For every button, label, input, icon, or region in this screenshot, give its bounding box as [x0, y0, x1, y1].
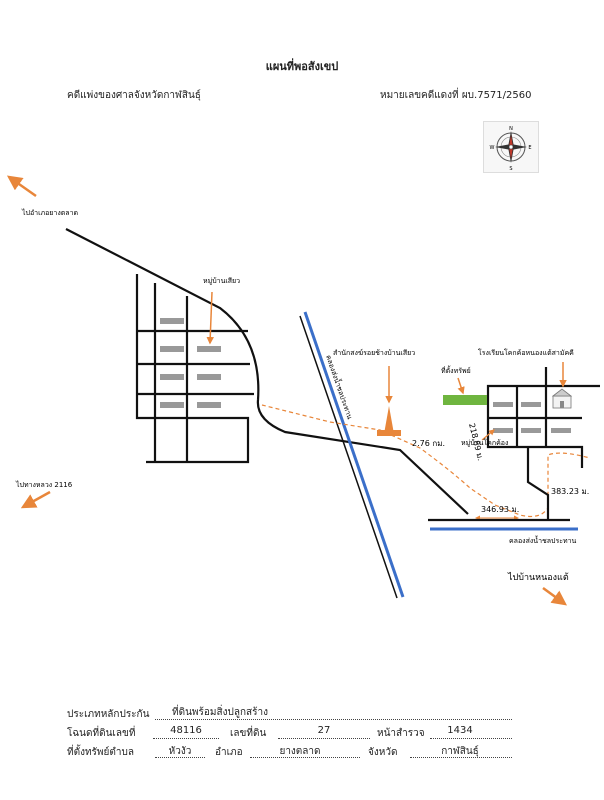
distance-346.93m: 346.93 ม.	[481, 505, 519, 514]
house-icons-left	[160, 318, 221, 408]
temple-icon	[377, 406, 401, 436]
type-label: ประเภทหลักประกัน	[67, 709, 150, 720]
label-village-kokkho: หมู่บ้านโคกค้อง	[461, 438, 508, 447]
district-value: ยางตลาด	[279, 746, 321, 757]
arrow-to-highway	[20, 490, 51, 509]
survey-value: 1434	[447, 725, 473, 736]
arrow-to-market	[6, 175, 37, 198]
land-value: 27	[317, 725, 331, 736]
district-label: อำเภอ	[215, 747, 243, 758]
compass-e: E	[528, 145, 531, 151]
type-value: ที่ดินพร้อมสิ่งปลูกสร้าง	[172, 707, 268, 718]
compass-w: W	[490, 145, 495, 151]
case-number: หมายเลขคดีแดงที่ ผบ.7571/2560	[380, 90, 532, 101]
route-dashed	[261, 404, 591, 518]
arrow-village-siew	[206, 291, 214, 345]
compass-rose-icon: N S E W	[483, 121, 539, 173]
label-to-highway: ไปทางหลวง 2116	[15, 480, 73, 489]
survey-label: หน้าสำรวจ	[377, 728, 425, 739]
label-village-siew: หมู่บ้านเสียว	[203, 277, 240, 285]
label-canal-horizontal: คลองส่งน้ำชลประทาน	[509, 534, 577, 545]
map-title: แผนที่พอสังเขป	[265, 60, 339, 73]
compass-s: S	[509, 166, 512, 172]
subdistrict-value: หัวงัว	[168, 746, 192, 757]
school-icon	[551, 388, 573, 409]
village-block-left	[65, 228, 469, 515]
label-property: ที่ตั้งทรัพย์	[441, 364, 471, 375]
village-block-right	[486, 367, 600, 520]
arrow-to-nongtae	[542, 586, 568, 606]
house-icons-right	[493, 402, 571, 433]
distance-383.23m: 383.23 ม.	[551, 487, 589, 496]
province-label: จังหวัด	[368, 747, 398, 758]
road-crossing	[299, 315, 398, 599]
deed-label: โฉนดที่ดินเลขที่	[67, 728, 136, 739]
subdistrict-label: ที่ตั้งทรัพย์ตำบล	[67, 747, 134, 758]
court-name: คดีแพ่งของศาลจังหวัดกาฬสินธุ์	[67, 90, 201, 101]
label-temple: สำนักสงฆ์รอยช้างบ้านเสียว	[333, 349, 415, 357]
label-to-market: ไปอำเภอยางตลาด	[21, 208, 78, 217]
compass-n: N	[509, 126, 513, 132]
label-school: โรงเรียนโคกค้อหนองแต้สามัคคี	[478, 348, 574, 357]
distance-2.76km: 2.76 กม.	[412, 439, 445, 448]
deed-value: 48116	[170, 725, 202, 736]
label-to-nongtae: ไปบ้านหนองแต้	[507, 572, 569, 583]
land-label: เลขที่ดิน	[230, 728, 267, 739]
property-plot	[443, 395, 487, 405]
canal-vertical	[303, 311, 405, 598]
province-value: กาฬสินธุ์	[441, 746, 479, 757]
